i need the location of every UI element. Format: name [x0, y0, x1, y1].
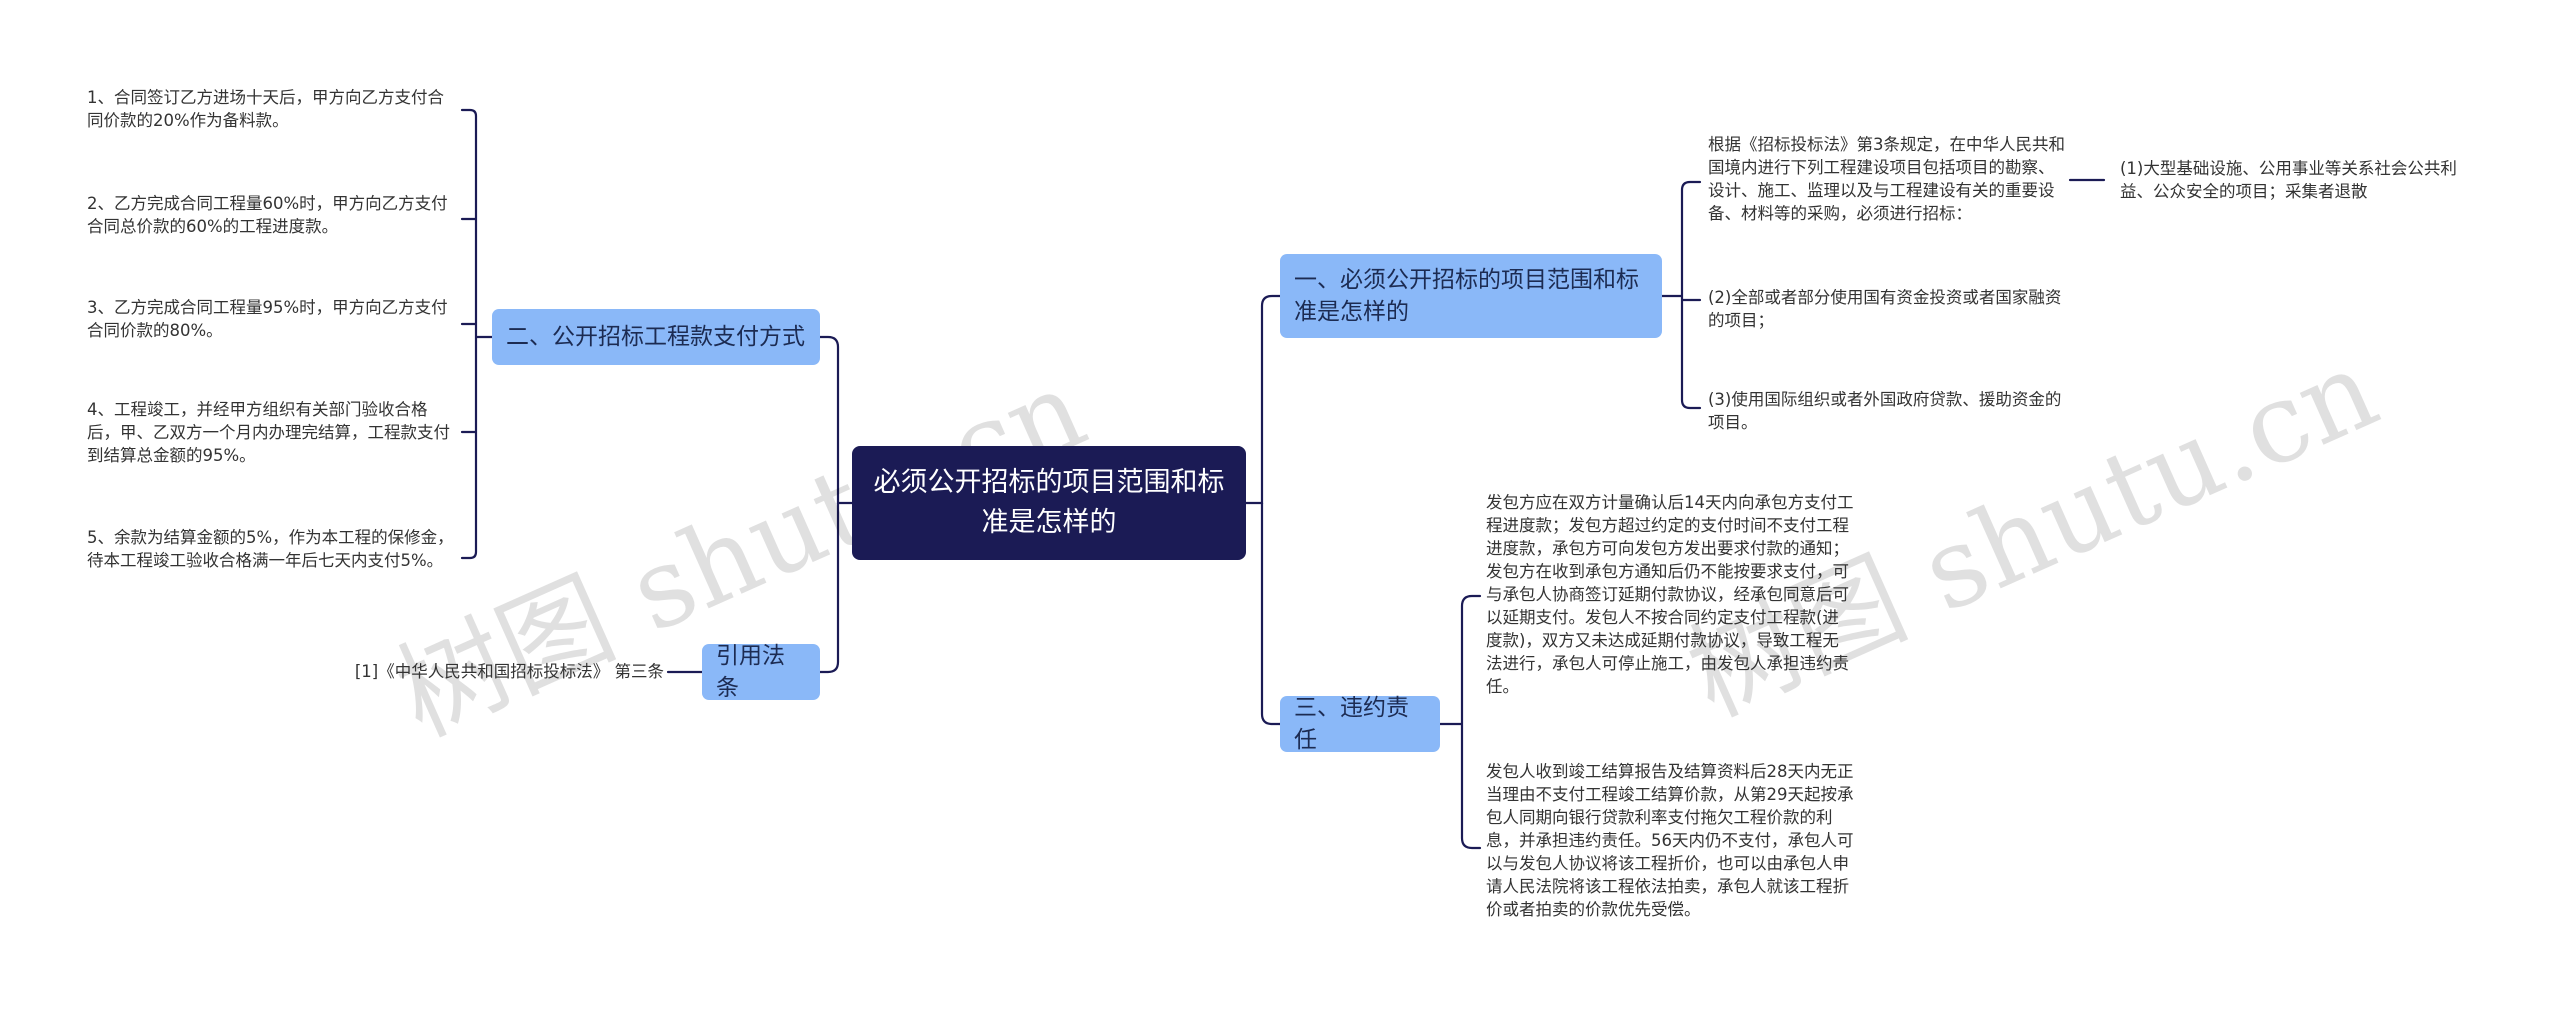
leaf-payment-5: 5、余款为结算金额的5%，作为本工程的保修金，待本工程竣工验收合格满一年后七天内… [87, 528, 454, 570]
branch-cited-laws[interactable]: 引用法条 [702, 643, 820, 701]
branch-breach-liability[interactable]: 三、违约责任 [1280, 695, 1440, 753]
branch-label: 一、必须公开招标的项目范围和标准是怎样的 [1294, 267, 1639, 325]
root-node[interactable]: 必须公开招标的项目范围和标准是怎样的 [852, 446, 1246, 560]
leaf-liability-2: 发包人收到竣工结算报告及结算资料后28天内无正当理由不支付工程竣工结算价款，从第… [1486, 762, 1854, 919]
branch-label: 引用法条 [716, 643, 785, 701]
connector-root-to-citation [818, 501, 840, 674]
root-label: 必须公开招标的项目范围和标准是怎样的 [873, 467, 1225, 538]
leaf-scope-item-3: (3)使用国际组织或者外国政府贷款、援助资金的项目。 [1708, 390, 2062, 432]
leaf-payment-1: 1、合同签订乙方进场十天后，甲方向乙方支付合同价款的20%作为备料款。 [87, 88, 444, 130]
leaf-payment-2: 2、乙方完成合同工程量60%时，甲方向乙方支付合同总价款的60%的工程进度款。 [87, 194, 448, 236]
leaf-liability-1: 发包方应在双方计量确认后14天内向承包方支付工程进度款；发包方超过约定的支付时间… [1486, 493, 1854, 696]
leaf-scope-item-2: (2)全部或者部分使用国有资金投资或者国家融资的项目； [1708, 288, 2062, 330]
branch-label: 三、违约责任 [1294, 695, 1409, 753]
connector-root-to-liability [1260, 501, 1282, 726]
leaf-scope-intro: 根据《招标投标法》第3条规定，在中华人民共和国境内进行下列工程建设项目包括项目的… [1708, 135, 2065, 223]
branch-scope-standards[interactable]: 一、必须公开招标的项目范围和标准是怎样的 [1280, 254, 1662, 338]
branch-label: 二、公开招标工程款支付方式 [506, 324, 805, 350]
connector-root-to-scope [1244, 294, 1282, 505]
branch-payment-methods[interactable]: 二、公开招标工程款支付方式 [492, 309, 820, 365]
leaf-payment-4: 4、工程竣工，并经甲方组织有关部门验收合格后，甲、乙双方一个月内办理完结算，工程… [87, 400, 450, 465]
connector-payment-leaves [460, 108, 494, 560]
connector-root-to-payment [818, 335, 854, 505]
leaf-scope-item-1: (1)大型基础设施、公用事业等关系社会公共利益、公众安全的项目；采集者退散 [2120, 159, 2457, 201]
leaf-payment-3: 3、乙方完成合同工程量95%时，甲方向乙方支付合同价款的80%。 [87, 298, 448, 340]
leaf-citation-1: [1]《中华人民共和国招标投标法》 第三条 [354, 662, 664, 681]
connector-scope-leaves [1660, 180, 1702, 410]
